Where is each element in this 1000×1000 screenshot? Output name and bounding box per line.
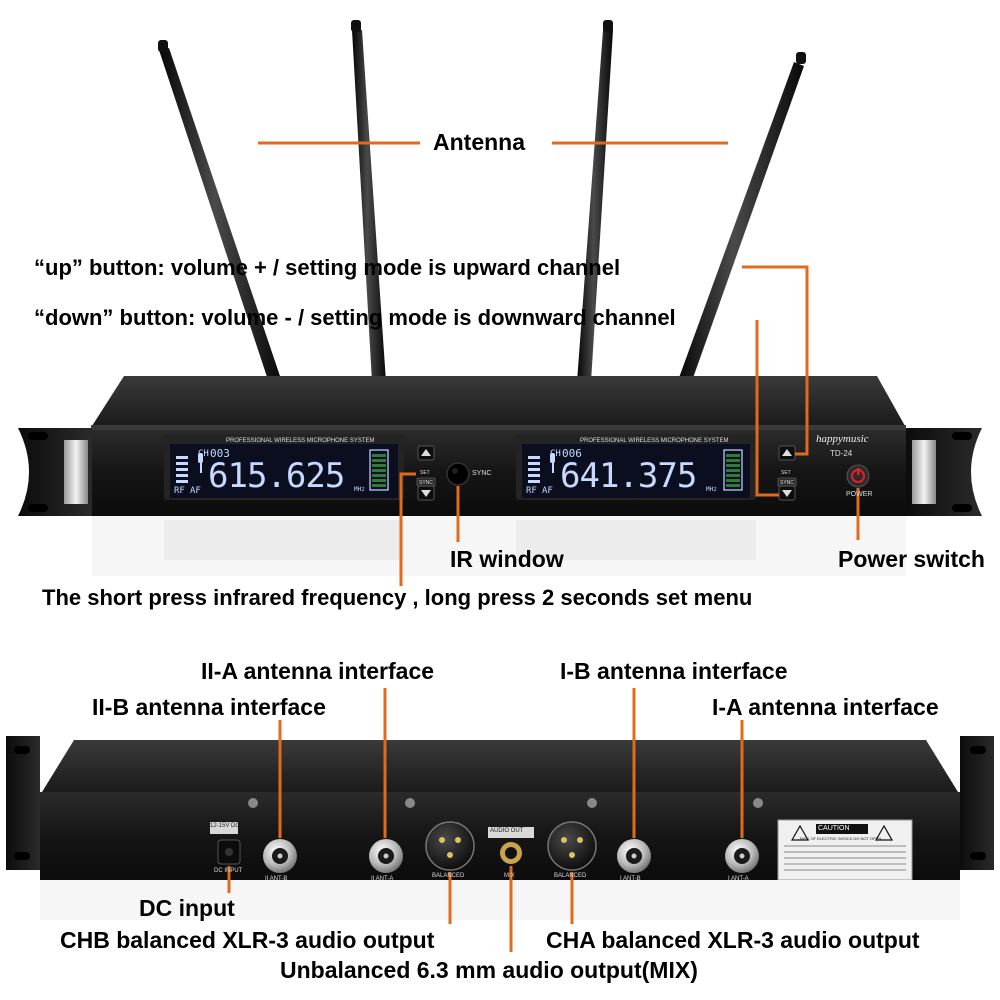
caution-title: CAUTION xyxy=(818,825,850,832)
balanced-a-print: BALANCED xyxy=(554,873,587,879)
display-caption-a: PROFESSIONAL WIRELESS MICROPHONE SYSTEM xyxy=(226,438,375,444)
channel-a-af: AF xyxy=(190,486,201,496)
dc-voltage-label: 12-15V DC xyxy=(210,823,240,829)
ant-iib-print: II ANT-B xyxy=(265,876,288,882)
channel-a-number: 003 xyxy=(210,447,230,460)
rear-unit xyxy=(6,736,994,920)
down-button-label: “down” button: volume - / setting mode i… xyxy=(34,305,676,330)
set-label-b: SET xyxy=(781,470,791,476)
antenna-1 xyxy=(158,40,282,386)
iib-antenna-label: II-B antenna interface xyxy=(92,694,326,720)
sync-label: SYNC xyxy=(472,470,492,477)
display-caption-b: PROFESSIONAL WIRELESS MICROPHONE SYSTEM xyxy=(580,438,729,444)
channel-a-ch-label: CH xyxy=(198,449,209,459)
up-button-label: “up” button: volume + / setting mode is … xyxy=(34,255,621,280)
channel-b-frequency: 641.375 xyxy=(560,456,697,496)
channel-b-af: AF xyxy=(542,486,553,496)
channel-b-unit: MHz xyxy=(706,486,717,493)
antenna-2 xyxy=(351,20,386,382)
balanced-b-print: BALANCED xyxy=(432,873,465,879)
iia-antenna-label: II-A antenna interface xyxy=(201,658,435,684)
sync-small-b: SYNC xyxy=(780,480,794,486)
ant-iia-print: II ANT-A xyxy=(371,876,394,882)
audio-out-print: AUDIO OUT xyxy=(490,828,524,834)
leader-lines xyxy=(227,141,860,952)
ant-ia-print: I ANT-A xyxy=(728,876,749,882)
xlr-cha xyxy=(547,821,597,871)
power-switch-label: Power switch xyxy=(838,546,985,572)
bnc-ii-ant-a xyxy=(369,839,403,873)
set-label-a: SET xyxy=(420,470,430,476)
antenna-3 xyxy=(577,20,613,382)
model-label: TD-24 xyxy=(830,449,853,458)
mix-print: MIX xyxy=(504,873,515,879)
channel-a-unit: MHz xyxy=(354,486,365,493)
bnc-i-ant-a xyxy=(725,839,759,873)
channel-a-frequency: 615.625 xyxy=(208,456,345,496)
xlr-chb xyxy=(425,821,475,871)
caution-subtitle: RISK OF ELECTRIC SHOCK DO NOT OPEN xyxy=(800,836,882,841)
sync-small-a: SYNC xyxy=(419,480,433,486)
short-press-label: The short press infrared frequency , lon… xyxy=(42,585,753,610)
mix-output-label: Unbalanced 6.3 mm audio output(MIX) xyxy=(280,957,698,983)
ir-window-label: IR window xyxy=(450,546,564,572)
cha-output-label: CHA balanced XLR-3 audio output xyxy=(546,927,920,953)
dc-input-label: DC input xyxy=(139,895,235,921)
bnc-ii-ant-b xyxy=(263,839,297,873)
antenna-4 xyxy=(676,52,806,392)
channel-b-number: 006 xyxy=(562,447,582,460)
ib-antenna-label: I-B antenna interface xyxy=(560,658,788,684)
ia-antenna-label: I-A antenna interface xyxy=(712,694,939,720)
channel-b-ch-label: CH xyxy=(550,449,561,459)
power-label: POWER xyxy=(846,491,873,498)
antenna-label: Antenna xyxy=(433,129,525,155)
chb-output-label: CHB balanced XLR-3 audio output xyxy=(60,927,435,953)
front-unit xyxy=(18,376,982,576)
channel-a-rf: RF xyxy=(174,486,185,496)
ant-ib-print: I ANT-B xyxy=(620,876,641,882)
brand-logo: happymusic xyxy=(816,433,869,445)
dc-input-print: DC INPUT xyxy=(214,868,243,874)
bnc-i-ant-b xyxy=(617,839,651,873)
channel-b-rf: RF xyxy=(526,486,537,496)
